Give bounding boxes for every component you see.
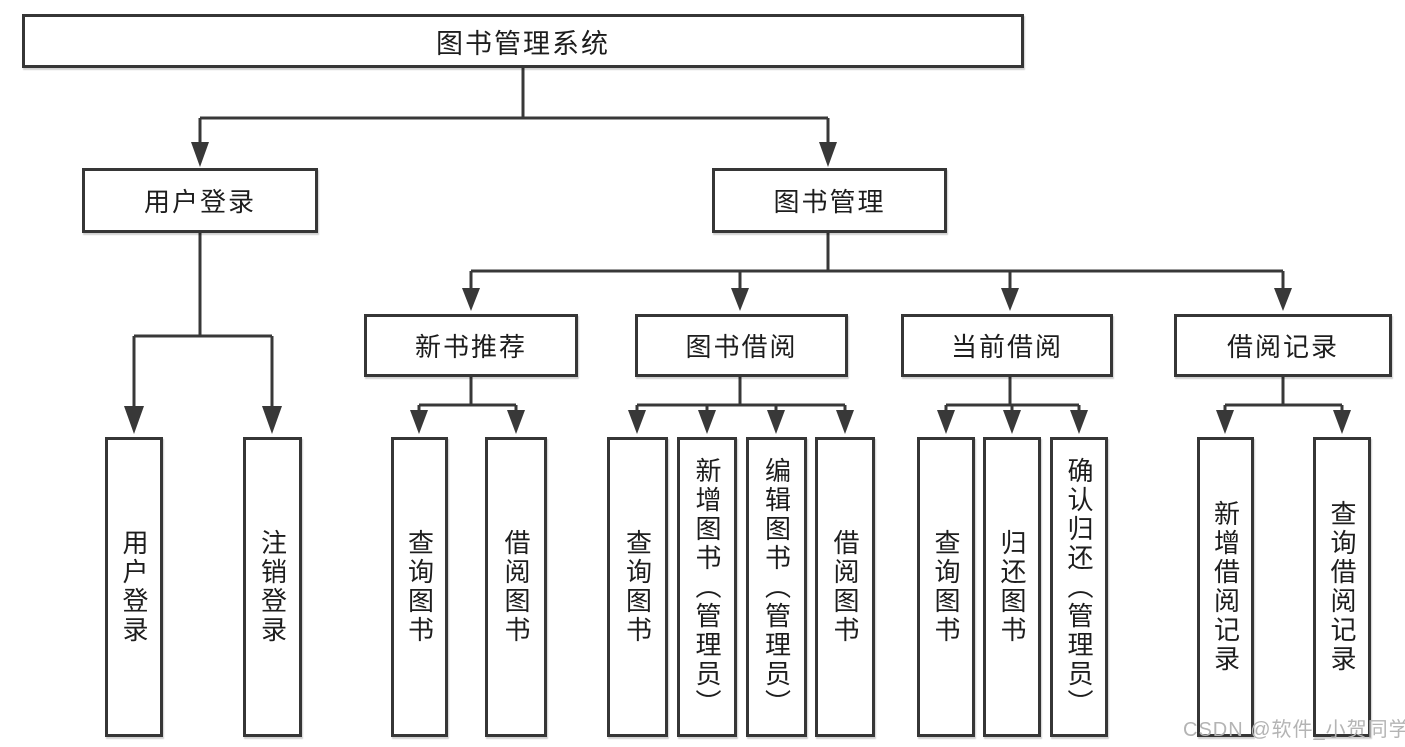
arrow-down-icon [628, 410, 646, 434]
leaf-user-login-label: 用户登录 [119, 529, 149, 645]
leaf-nbr-borrow-books: 借阅图书 [485, 437, 547, 737]
leaf-bb-edit-books-admin-label: 编辑图书（管理员） [761, 456, 792, 718]
arrow-down-icon [1274, 288, 1292, 311]
arrow-down-icon [462, 288, 480, 311]
arrow-down-icon [836, 410, 854, 434]
leaf-bb-borrow-books-label: 借阅图书 [830, 529, 860, 645]
connector-root-to-level2 [198, 68, 830, 146]
node-root-system: 图书管理系统 [22, 14, 1024, 68]
leaf-user-login: 用户登录 [105, 437, 163, 737]
arrow-down-icon [1333, 410, 1351, 434]
leaf-cb-confirm-return-admin-label: 确认归还（管理员） [1064, 456, 1094, 718]
arrow-down-icon [1070, 410, 1088, 434]
arrow-down-icon [191, 142, 209, 167]
connector-book-borrow-children [635, 377, 847, 415]
arrow-down-icon [507, 410, 525, 434]
arrow-down-icon [1001, 288, 1019, 311]
leaf-nbr-borrow-books-label: 借阅图书 [501, 529, 531, 645]
connector-book-mgmt-to-level3 [469, 233, 1285, 292]
leaf-nbr-query-books-label: 查询图书 [404, 529, 435, 645]
arrow-down-icon [698, 410, 716, 434]
arrow-down-icon [731, 288, 749, 311]
arrow-down-icon [1216, 410, 1234, 434]
leaf-bb-query-books: 查询图书 [607, 437, 668, 737]
leaf-br-query-record: 查询借阅记录 [1313, 437, 1371, 737]
leaf-bb-query-books-label: 查询图书 [622, 529, 653, 645]
leaf-cb-confirm-return-admin: 确认归还（管理员） [1050, 437, 1108, 737]
leaf-bb-add-books-admin: 新增图书（管理员） [677, 437, 737, 737]
leaf-bb-edit-books-admin: 编辑图书（管理员） [746, 437, 807, 737]
leaf-nbr-query-books: 查询图书 [391, 437, 448, 737]
arrow-down-icon [410, 410, 428, 434]
node-book-borrowing: 图书借阅 [635, 314, 848, 377]
leaf-cb-return-books-label: 归还图书 [997, 529, 1027, 645]
leaf-cb-return-books: 归还图书 [983, 437, 1041, 737]
leaf-br-query-record-label: 查询借阅记录 [1327, 500, 1357, 674]
connector-current-borrow-children [944, 377, 1081, 415]
node-new-book-recommend: 新书推荐 [364, 314, 578, 377]
leaf-bb-borrow-books: 借阅图书 [815, 437, 875, 737]
arrow-down-icon [262, 406, 282, 434]
arrow-down-icon [767, 410, 785, 434]
node-current-borrowing: 当前借阅 [901, 314, 1113, 377]
leaf-cb-query-books: 查询图书 [917, 437, 975, 737]
node-user-login-group: 用户登录 [82, 168, 318, 233]
leaf-cb-query-books-label: 查询图书 [931, 529, 961, 645]
arrow-down-icon [819, 142, 837, 167]
connector-user-login-children [132, 233, 274, 412]
node-borrowing-records: 借阅记录 [1174, 314, 1392, 377]
arrow-down-icon [124, 406, 144, 434]
csdn-watermark: CSDN @软件_小贺同学 [1183, 719, 1405, 741]
leaf-bb-add-books-admin-label: 新增图书（管理员） [692, 456, 722, 718]
connector-borrow-records-children [1223, 377, 1344, 415]
connector-new-book-rec-children [417, 377, 518, 415]
leaf-logout-label: 注销登录 [257, 529, 288, 645]
leaf-logout: 注销登录 [243, 437, 302, 737]
leaf-br-add-record-label: 新增借阅记录 [1210, 500, 1241, 674]
arrow-down-icon [937, 410, 955, 434]
leaf-br-add-record: 新增借阅记录 [1197, 437, 1254, 737]
arrow-down-icon [1003, 410, 1021, 434]
node-book-management: 图书管理 [712, 168, 947, 233]
